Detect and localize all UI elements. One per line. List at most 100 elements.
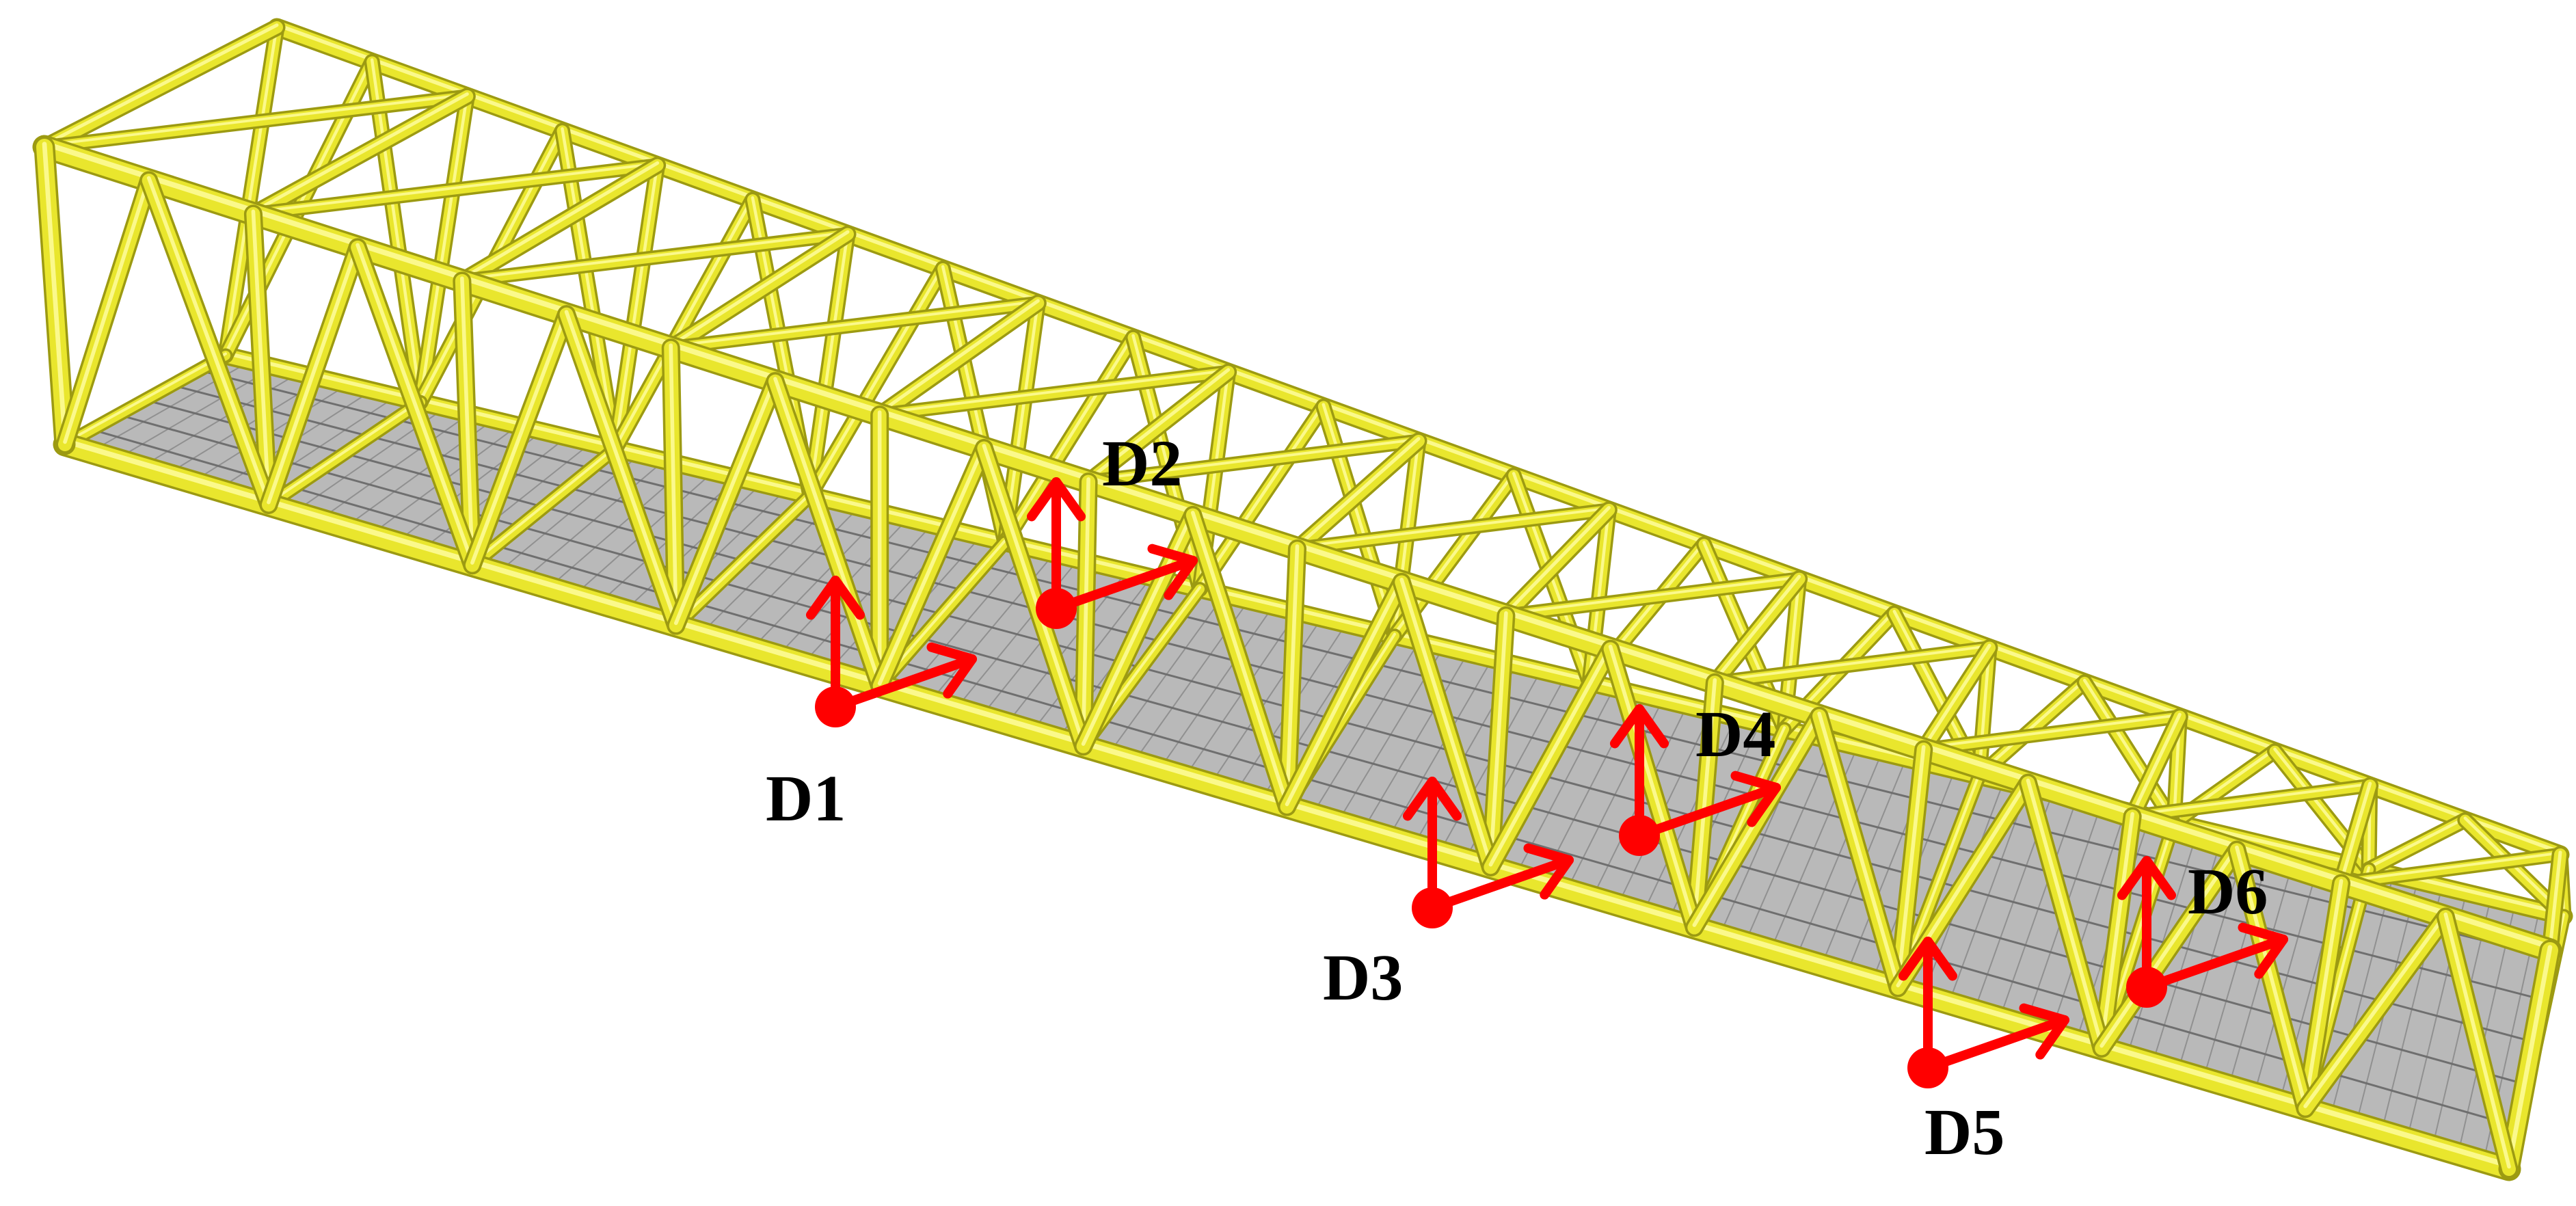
top-strut-highlight [1922, 643, 1991, 749]
sensor-4-horizontal-arrow-shaft [1635, 783, 1781, 840]
near-diagonal-highlight [470, 310, 569, 565]
top-strut-highlight [1504, 506, 1611, 615]
near-diagonal-highlight [2099, 845, 2239, 1048]
deck-plate-seam [115, 366, 275, 460]
far-diagonal-highlight [808, 265, 945, 496]
sensor-3-dot [1412, 887, 1453, 928]
top-lateral-bracing-highlight [1922, 713, 2182, 749]
far-diagonal-highlight [2082, 678, 2176, 822]
sensor-6-dot [2126, 967, 2167, 1008]
near-end-post-highlight [42, 142, 68, 444]
deck-plate-seam [2203, 846, 2272, 1079]
deck-plate-seam [1006, 571, 1127, 725]
deck-plate-seam [1515, 688, 1615, 875]
near-end-post-highlight [2506, 945, 2553, 1169]
near-diagonal-highlight [1285, 578, 1404, 807]
top-lateral-bracing-highlight [1504, 576, 1801, 615]
far-vertical-highlight [418, 92, 469, 402]
near-vertical-highlight [1692, 678, 1717, 927]
sensor-4-vertical-arrow [1609, 704, 1669, 840]
top-strut [455, 159, 664, 287]
deck-plate-seam [319, 413, 470, 521]
sensor-2-horizontal-arrow-head [1147, 544, 1198, 600]
top-lateral-bracing [1918, 712, 2185, 755]
near-diagonal-highlight [1488, 644, 1613, 867]
sensor-label-d2: D2 [1102, 427, 1182, 500]
deck-plate-seam [1566, 699, 1663, 890]
deck-plate-seam [751, 512, 884, 649]
top-strut-highlight [2130, 712, 2182, 816]
near-diagonal-highlight [2235, 845, 2307, 1108]
sensor-4-dot [1619, 815, 1660, 856]
deck-plate-seam [1363, 653, 1468, 830]
far-diagonal-highlight [1003, 334, 1135, 542]
sensor-2-vertical-arrow-head [1026, 477, 1086, 522]
sensor-5-horizontal-arrow-head [2019, 1003, 2069, 1060]
top-strut-highlight [878, 299, 1040, 414]
sensor-3-horizontal-arrow [1427, 843, 1574, 913]
sensor-1-dot [815, 686, 856, 727]
far-vertical-highlight [808, 230, 850, 496]
far-vertical-highlight [224, 23, 279, 356]
far-diagonal-highlight [370, 58, 422, 402]
near-diagonal-highlight [1399, 578, 1493, 867]
sensor-3-vertical-arrow-head [1402, 777, 1462, 821]
top-lateral-bracing [1501, 574, 1804, 621]
top-lateral-bracing [1710, 643, 1994, 688]
floor-beam-highlight [470, 446, 617, 565]
near-diagonal-highlight [2026, 778, 2104, 1048]
near-vertical-highlight [2303, 879, 2344, 1108]
floor-beam-highlight [64, 352, 227, 444]
far-vertical-highlight [1977, 644, 1991, 776]
deck-plate-seam [2050, 810, 2126, 1034]
deck-plate-seam [2253, 857, 2321, 1094]
near-diagonal-highlight [2303, 912, 2448, 1108]
far-diagonal-highlight [1198, 403, 1326, 589]
near-vertical-highlight [460, 276, 474, 565]
deck-plate-seam [1311, 641, 1420, 815]
near-diagonal-highlight [877, 444, 987, 686]
top-strut [873, 297, 1045, 421]
deck-plate-seam [904, 548, 1030, 695]
top-lateral-bracing-highlight [460, 231, 849, 281]
sensor-2-dot [1036, 588, 1077, 629]
top-lateral-bracing-highlight [1087, 438, 1420, 482]
sensor-2-horizontal-arrow-shaft [1051, 556, 1198, 613]
top-lateral-bracing [1292, 505, 1614, 554]
top-strut-highlight [2548, 850, 2562, 950]
floor-beam [263, 397, 425, 510]
sensor-5-horizontal-arrow-shaft [1923, 1015, 2069, 1073]
far-diagonal-highlight [1321, 403, 1397, 636]
far-diagonal-highlight [2367, 816, 2467, 870]
top-lateral-bracing-highlight [252, 162, 659, 214]
top-lateral-bracing-highlight [1296, 507, 1611, 548]
top-lateral-bracing-highlight [2339, 851, 2562, 883]
near-diagonal-highlight [982, 444, 1086, 746]
top-strut [247, 90, 474, 220]
deck-plate-seam [1795, 752, 1883, 959]
near-vertical-highlight [1081, 477, 1090, 746]
sensor-label-d1: D1 [766, 762, 846, 835]
sensor-6-vertical-arrow [2117, 856, 2177, 992]
far-diagonal-highlight [613, 196, 755, 449]
sensor-3-vertical-arrow [1402, 777, 1462, 913]
floor-beam [60, 351, 230, 449]
deck-plate-seam [1948, 787, 2029, 1004]
near-diagonal-highlight [63, 176, 151, 444]
sensor-5-vertical-arrow-head [1898, 937, 1958, 981]
top-strut [1082, 366, 1235, 488]
far-vertical-highlight [613, 161, 659, 449]
deck-plate-seam [522, 459, 665, 581]
sensor-label-d5: D5 [1924, 1095, 2004, 1168]
top-lateral-bracing [40, 91, 472, 152]
deck-plate-seam [1209, 617, 1322, 785]
near-diagonal-highlight [2443, 912, 2511, 1169]
deck-plate-seam [2126, 828, 2199, 1056]
deck-plate-seam [701, 500, 835, 634]
sensor-6-vertical-arrow-head [2117, 856, 2177, 900]
top-lateral-bracing [666, 298, 1043, 353]
near-diagonal-highlight [1817, 711, 1901, 988]
deck-plate-seam [1999, 799, 2078, 1019]
top-lateral-bracing [248, 160, 662, 219]
